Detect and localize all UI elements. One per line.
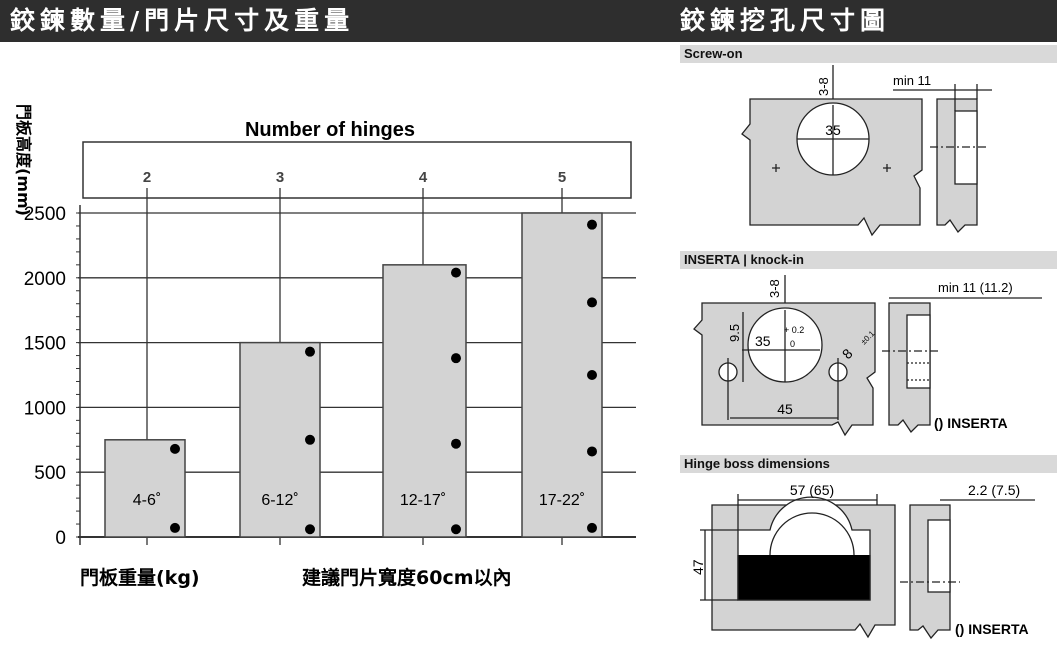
inserta-tol-bottom: 0 xyxy=(790,339,795,349)
weight-label: 4-6˚ xyxy=(133,492,161,509)
hinge-dot xyxy=(305,434,315,445)
inserta-diameter: 35 xyxy=(755,333,771,349)
hinge-dot xyxy=(587,219,597,230)
hinge-dot xyxy=(451,267,461,278)
weight-label: 6-12˚ xyxy=(261,492,298,509)
y-tick-label: 1500 xyxy=(24,334,66,355)
boss-height: 47 xyxy=(690,559,706,575)
xlabel-width: 建議門片寬度60cm以內 xyxy=(302,566,512,589)
boss-thickness: 2.2 (7.5) xyxy=(968,482,1020,498)
weight-label: 17-22˚ xyxy=(539,492,585,509)
category-label: 5 xyxy=(558,169,566,186)
y-tick-label: 0 xyxy=(55,528,66,549)
boss-note: () INSERTA xyxy=(955,621,1029,637)
xlabel-weight: 門板重量(kg) xyxy=(80,566,200,589)
hinge-dot xyxy=(305,524,315,535)
hinge-dot xyxy=(587,522,597,533)
hinge-dot xyxy=(587,446,597,457)
inserta-min: min 11 (11.2) xyxy=(938,280,1013,295)
screw-on-diagram xyxy=(741,65,992,237)
left-title: 鉸鍊數量/門片尺寸及重量 xyxy=(10,6,355,35)
hinge-dot xyxy=(587,370,597,380)
screw-on-header: Screw-on xyxy=(680,45,1057,63)
inserta-tol-top: + 0.2 xyxy=(784,325,804,335)
boss-diagram xyxy=(700,494,1035,640)
screw-on-min: min 11 xyxy=(893,73,931,88)
y-tick-label: 2000 xyxy=(24,269,66,290)
category-label: 2 xyxy=(143,169,151,186)
y-tick-label: 2500 xyxy=(24,204,66,225)
inserta-diagram xyxy=(693,275,1042,437)
y-tick-label: 500 xyxy=(34,463,66,484)
y-tick-label: 1000 xyxy=(24,398,66,419)
boss-header: Hinge boss dimensions xyxy=(680,455,1057,473)
hinge-dot xyxy=(451,353,461,364)
chart-title: Number of hinges xyxy=(245,119,415,141)
bar xyxy=(382,264,467,538)
ylabel: 門板高度(mm) xyxy=(14,104,33,216)
weight-label: 12-17˚ xyxy=(400,492,446,509)
hinge-dot xyxy=(587,297,597,308)
right-title: 鉸鍊挖孔尺寸圖 xyxy=(680,6,891,35)
inserta-spacing: 45 xyxy=(777,401,793,417)
hinge-dot xyxy=(451,438,461,449)
hinge-dot xyxy=(305,346,315,357)
bar xyxy=(104,439,186,538)
inserta-note: () INSERTA xyxy=(934,415,1008,431)
hinge-count-box xyxy=(82,141,632,199)
header-bar xyxy=(0,0,1057,42)
boss-width: 57 (65) xyxy=(790,482,834,498)
hinge-dot xyxy=(170,443,180,454)
hinge-dot xyxy=(451,524,461,535)
screw-on-diameter: 35 xyxy=(825,122,841,138)
inserta-header: INSERTA | knock-in xyxy=(680,251,1057,269)
hinge-dot xyxy=(170,522,180,533)
category-label: 4 xyxy=(419,169,428,186)
inserta-offset: 9.5 xyxy=(727,324,742,342)
screw-on-depth: 3-8 xyxy=(816,77,831,96)
inserta-depth: 3-8 xyxy=(767,279,782,298)
category-label: 3 xyxy=(276,169,284,186)
